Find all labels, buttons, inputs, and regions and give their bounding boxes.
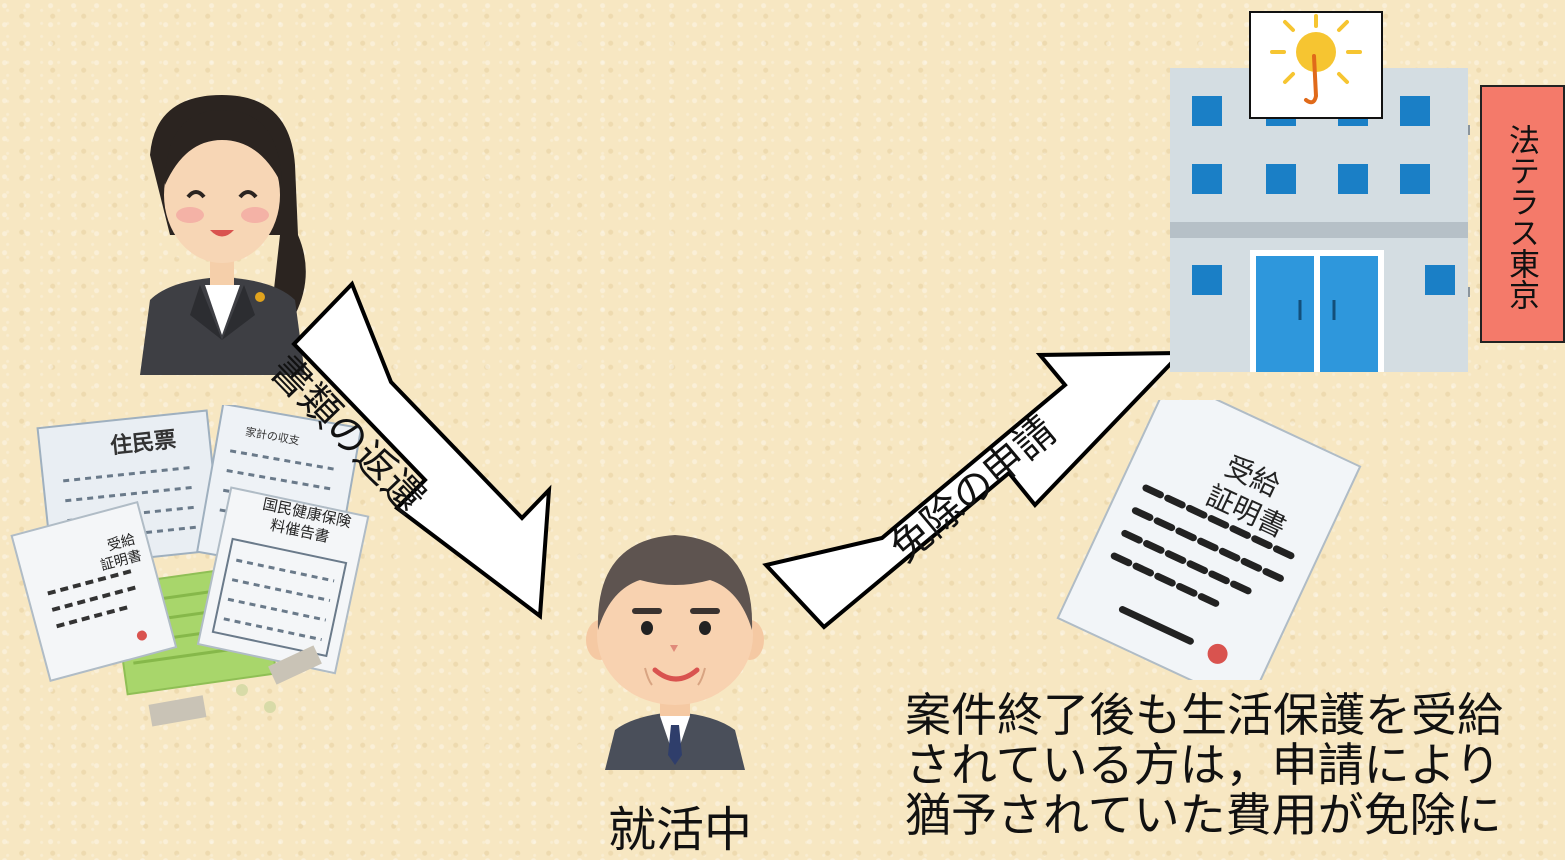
office-sign-panel: 法テラス東京 [1480,85,1565,343]
note-line-1: 案件終了後も生活保護を受給 [905,690,1503,742]
lawyer-illustration [140,95,306,375]
certificate-large-illustration [1056,400,1362,680]
note-line-2: されている方は，申請により [905,738,1501,792]
explanatory-note: 案件終了後も生活保護を受給 されている方は，申請により 猶予されていた費用が免除… [905,690,1565,846]
document-pile-illustration [10,405,370,727]
job-seeker-caption: 就活中 [608,802,753,858]
note-line-3: 猶予されていた費用が免除に [905,788,1502,842]
office-sign-text: 法テラス東京 [1503,124,1539,310]
job-seeker-illustration [586,535,764,770]
office-building-illustration [1170,11,1470,372]
